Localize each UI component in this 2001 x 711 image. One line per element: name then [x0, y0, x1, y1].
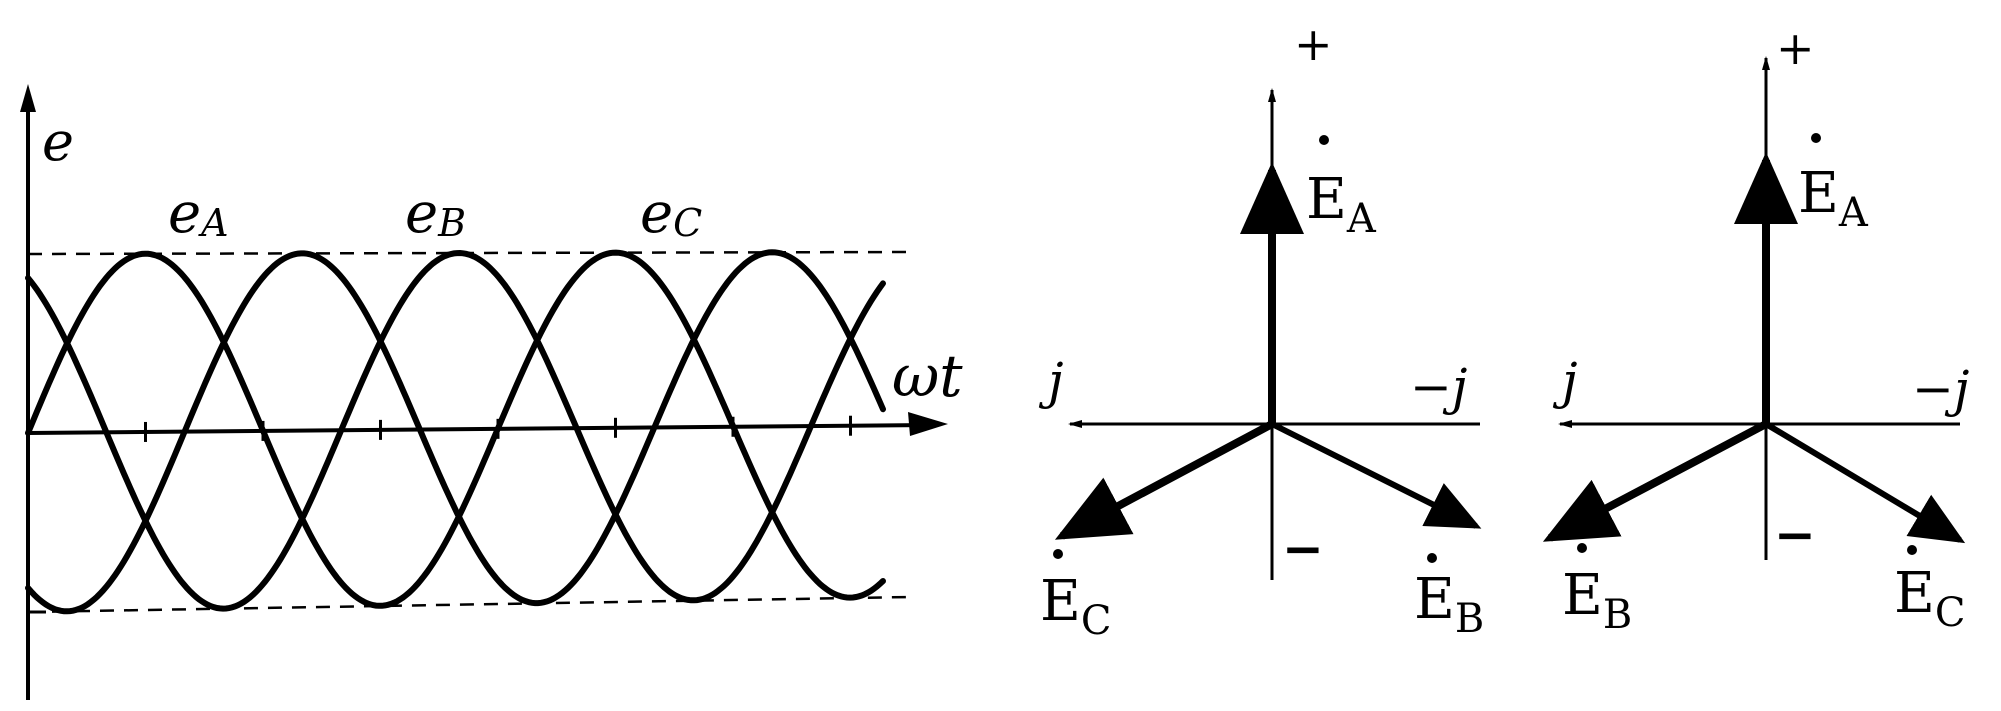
label-ec: EC — [1040, 549, 1112, 644]
j-label: j — [1038, 352, 1064, 410]
phasor-diagram-right: + − j −j EA EC EB — [1542, 21, 1969, 638]
label-ec: EC — [1894, 545, 1966, 636]
wt-axis-arrow-icon — [908, 412, 948, 436]
curve-label-e-a: eA — [168, 181, 229, 246]
svg-text:EC: EC — [1040, 569, 1112, 644]
wt-axis — [27, 423, 933, 435]
phasor-eb-arrow — [1542, 420, 1768, 542]
label-ea: EA — [1798, 133, 1869, 236]
wt-axis-label: ωt — [892, 342, 963, 410]
curve-label-e-b: eB — [405, 181, 466, 246]
curve-label-e-c: eC — [640, 181, 702, 246]
label-eb: EB — [1562, 543, 1632, 638]
e-axis-arrow-icon — [20, 84, 36, 112]
j-label: j — [1552, 352, 1578, 410]
curve-e-a — [25, 249, 886, 609]
svg-text:EA: EA — [1306, 167, 1377, 242]
phasor-ec-arrow — [1054, 420, 1274, 540]
phasor-ec-arrow — [1764, 421, 1966, 544]
svg-text:EA: EA — [1798, 161, 1869, 236]
svg-text:EB: EB — [1414, 567, 1484, 642]
waveform-panel: e ωt eA eB eC — [20, 84, 963, 700]
curve-e-b — [25, 249, 886, 615]
label-eb: EB — [1414, 553, 1484, 642]
label-ea: EA — [1306, 135, 1377, 242]
plus-label: + — [1294, 17, 1333, 71]
neg-j-label: −j — [1410, 358, 1467, 416]
minus-label: − — [1282, 519, 1324, 578]
neg-j-label: −j — [1912, 360, 1969, 418]
curve-e-c — [25, 249, 886, 612]
negative-peak-dashed-line — [27, 595, 911, 614]
e-axis-label: e — [42, 110, 74, 173]
svg-text:EB: EB — [1562, 563, 1632, 638]
minus-label: − — [1774, 505, 1816, 564]
phasor-eb-arrow — [1270, 421, 1482, 529]
phasor-diagram-left: + − j −j EA EB EC — [1038, 17, 1484, 644]
svg-text:EC: EC — [1894, 561, 1966, 636]
plus-label: + — [1776, 21, 1815, 75]
